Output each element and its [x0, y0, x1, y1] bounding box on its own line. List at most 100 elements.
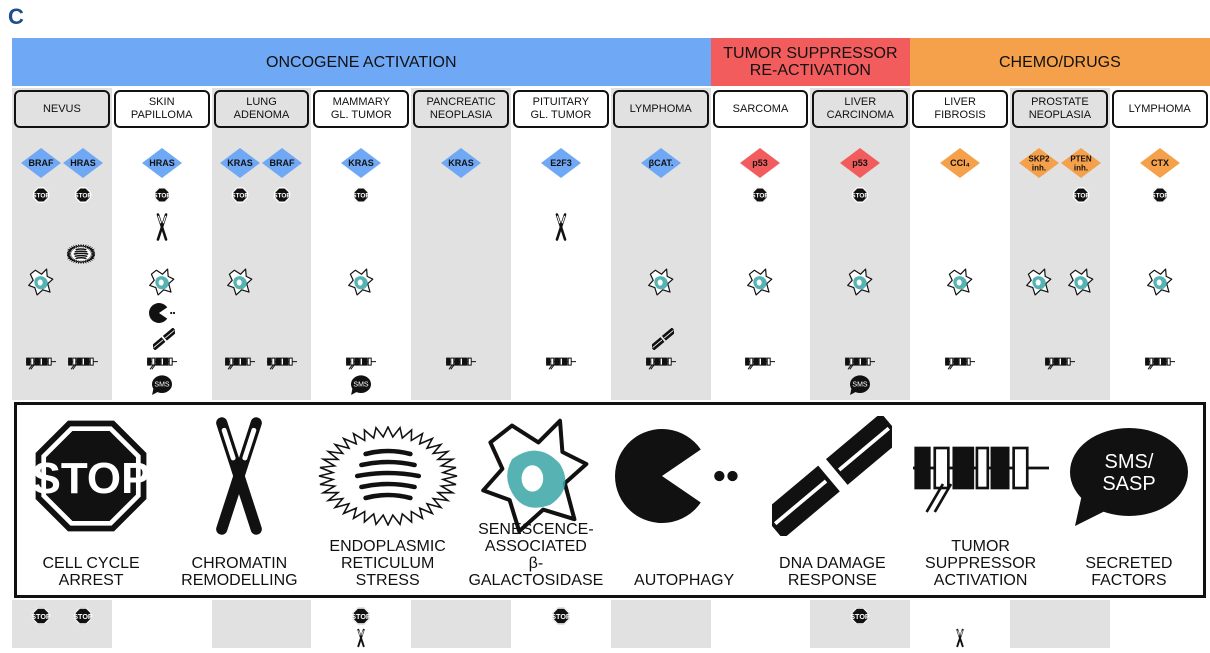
- stop-sign-icon: STOP: [32, 420, 151, 532]
- stop-sign-text: STOP: [1151, 193, 1169, 200]
- bottom-row-column: [1110, 600, 1210, 648]
- agent-label: HRAS: [149, 158, 175, 168]
- bottom-row-column: [411, 600, 511, 648]
- gene-locus-icon-wrap: [745, 356, 776, 375]
- stop-sign-icon-wrap: STOP: [273, 186, 292, 209]
- chromosome-icon: [956, 628, 964, 648]
- senescent-cell-icon-wrap: [647, 268, 675, 301]
- speech-bubble-icon: SMS/SASP: [1069, 428, 1188, 526]
- gene-locus-icon: [545, 357, 576, 370]
- agent-diamond-icon: HRAS: [62, 148, 103, 178]
- legend-icon-slot: [314, 411, 462, 541]
- stop-sign-icon: STOP: [74, 187, 92, 203]
- speech-bubble-text: SMS: [154, 382, 170, 389]
- tumor-model-label: SARCOMA: [712, 90, 809, 128]
- agent-diamond-icon: p53: [740, 148, 781, 178]
- gene-locus-icon-wrap: [25, 356, 56, 375]
- agent-diamond-icon: E2F3: [540, 148, 581, 178]
- legend-icon-slot: [610, 411, 758, 541]
- chromosome-icon-wrap: [954, 628, 966, 653]
- agent-diamond-icon-wrap: p53: [840, 148, 881, 183]
- agent-diamond-icon-wrap: BRAF: [262, 148, 303, 183]
- gene-locus-icon-wrap: [1144, 356, 1175, 375]
- agent-label: BRAF: [270, 158, 295, 168]
- gene-locus-icon: [945, 357, 976, 370]
- stop-sign-icon: STOP: [352, 607, 371, 625]
- autophagy-pacman-icon: [148, 303, 175, 323]
- stop-sign-icon-wrap: STOP: [231, 186, 250, 209]
- agent-label: CCl₄: [950, 158, 970, 168]
- stop-sign-icon: STOP: [32, 187, 50, 203]
- stop-sign-text: STOP: [551, 612, 571, 621]
- agent-diamond-icon: KRAS: [341, 148, 382, 178]
- gene-locus-icon: [745, 357, 776, 370]
- gene-locus-icon-wrap: [146, 356, 177, 375]
- agent-label: CTX: [1151, 158, 1169, 168]
- autophagy-pacman-icon-wrap: [148, 302, 180, 329]
- bottom-row-column: [711, 600, 811, 648]
- senescent-cell-icon: [1067, 268, 1094, 296]
- stop-sign-icon: STOP: [752, 187, 770, 203]
- agent-label: inh.: [1032, 164, 1046, 173]
- autophagy-pacman-icon: [615, 429, 738, 523]
- gene-locus-icon: [67, 357, 98, 370]
- broken-dna-icon: [150, 327, 177, 351]
- gene-locus-icon-wrap: [845, 356, 876, 375]
- stop-sign-icon: STOP: [851, 607, 870, 625]
- senescent-cell-icon-wrap: [148, 268, 176, 301]
- legend-icon-slot: SMS/SASP: [1055, 411, 1203, 541]
- agent-label: inh.: [1074, 164, 1088, 173]
- agent-diamond-icon: p53: [840, 148, 881, 178]
- stop-sign-icon: STOP: [274, 187, 292, 203]
- speech-bubble-text: SMS: [853, 382, 869, 389]
- agent-diamond-icon-wrap: BRAF: [20, 148, 61, 183]
- stop-sign-icon-wrap: STOP: [352, 186, 371, 209]
- senescent-cell-icon-wrap: [1146, 268, 1174, 301]
- agent-diamond-icon-wrap: KRAS: [441, 148, 482, 183]
- stop-sign-text: STOP: [31, 612, 51, 621]
- legend-icon-slot: [462, 411, 610, 541]
- chromosome-icon: [555, 213, 567, 241]
- senescent-cell-icon: [1025, 268, 1052, 296]
- gene-locus-icon: [845, 357, 876, 370]
- gene-locus-icon-wrap: [67, 356, 98, 375]
- agent-label: E2F3: [550, 158, 572, 168]
- stop-sign-icon: STOP: [551, 607, 571, 625]
- stop-sign-text: STOP: [752, 193, 770, 200]
- category-header-2: CHEMO/DRUGS: [910, 38, 1210, 86]
- agent-label: KRAS: [228, 158, 254, 168]
- agent-diamond-icon-wrap: CTX: [1139, 148, 1180, 183]
- stop-sign-icon-wrap: STOP: [850, 606, 870, 631]
- chromosome-icon-wrap: [154, 212, 170, 247]
- chromosome-icon: [156, 213, 168, 241]
- agent-label: p53: [753, 158, 769, 168]
- gene-locus-icon: [225, 357, 256, 370]
- broken-dna-icon: [772, 416, 893, 536]
- agent-diamond-icon-wrap: KRAS: [220, 148, 261, 183]
- gene-locus-icon-wrap: [267, 356, 298, 375]
- stop-sign-text: STOP: [32, 454, 151, 503]
- legend-icon-slot: [165, 411, 313, 541]
- gene-locus-icon-wrap: [225, 356, 256, 375]
- senescent-cell-icon-wrap: [846, 268, 874, 301]
